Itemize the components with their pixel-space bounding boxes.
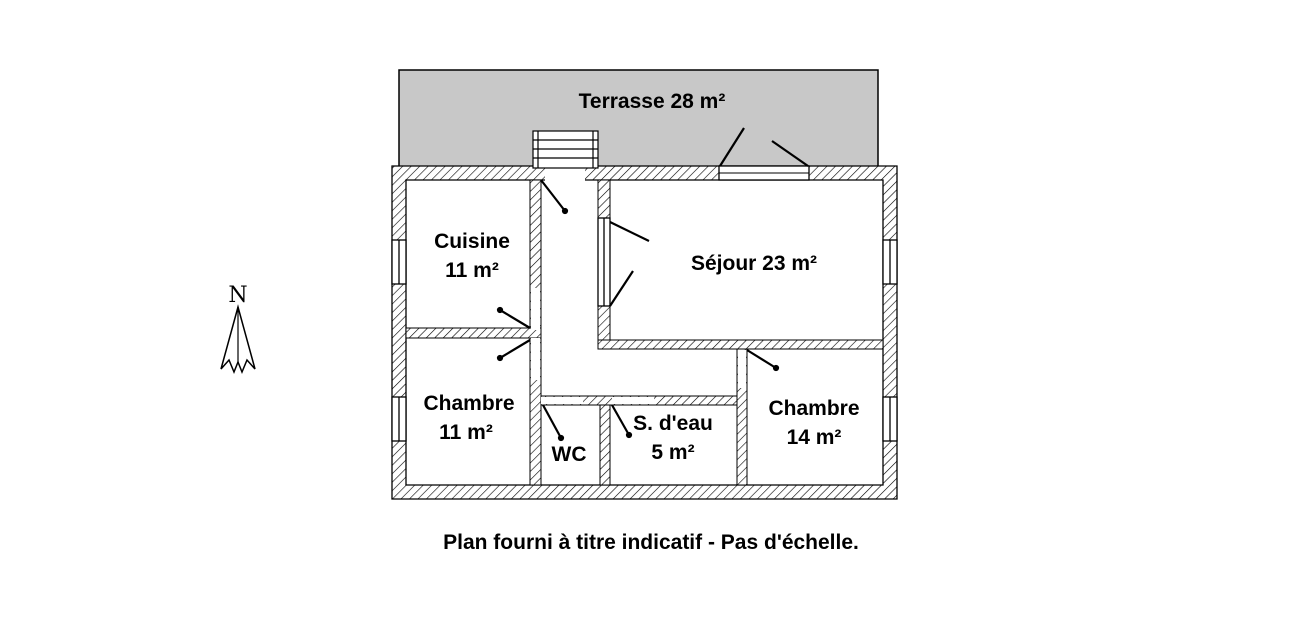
- door-openings: [531, 164, 746, 404]
- chambre1-area: 11 m²: [439, 421, 493, 444]
- terrace: [398, 69, 879, 168]
- chambre2-name: Chambre: [768, 397, 859, 420]
- plan-caption: Plan fourni à titre indicatif - Pas d'éc…: [443, 531, 859, 554]
- north-arrow-icon: N: [220, 283, 256, 374]
- sdeau-area: 5 m²: [651, 441, 694, 464]
- side-windows: [391, 217, 898, 442]
- cuisine-area: 11 m²: [445, 259, 499, 282]
- wc-label: WC: [552, 443, 587, 466]
- terrace-label: Terrasse 28 m²: [579, 90, 726, 113]
- chambre1-name: Chambre: [423, 392, 514, 415]
- compass-letter: N: [228, 283, 247, 308]
- terrace-window: [718, 165, 810, 181]
- cuisine-name: Cuisine: [434, 230, 510, 253]
- sejour-label: Séjour 23 m²: [691, 252, 817, 275]
- chambre2-area: 14 m²: [787, 426, 842, 449]
- stairs: [532, 130, 599, 169]
- sdeau-name: S. d'eau: [633, 412, 713, 435]
- door-leaves: [496, 127, 809, 442]
